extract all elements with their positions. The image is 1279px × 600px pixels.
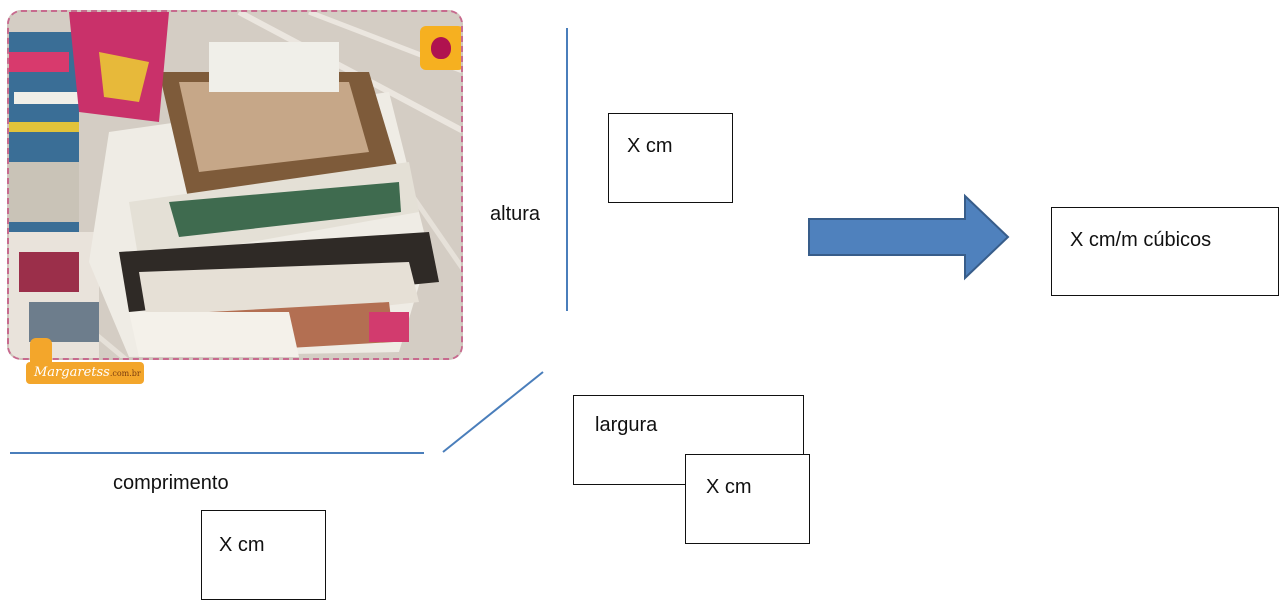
watermark-logo: Margaretss.com.br: [26, 362, 144, 384]
width-value-box: X cm: [685, 454, 810, 544]
length-value: X cm: [219, 534, 265, 556]
watermark-domain: .com.br: [109, 369, 141, 378]
result-box: X cm/m cúbicos: [1051, 207, 1279, 296]
height-label: altura: [490, 203, 541, 225]
watermark-text: Margaretss: [34, 365, 110, 380]
result-arrow: [808, 193, 1010, 281]
width-value: X cm: [706, 476, 752, 498]
length-label: comprimento: [113, 472, 229, 494]
width-line: [442, 371, 544, 453]
magazine-pile-photo: [7, 10, 463, 360]
magazine-pile-illustration: [9, 12, 461, 358]
watermark-tab: [30, 338, 52, 362]
mascot-badge: [420, 26, 461, 70]
width-label: largura: [595, 414, 658, 436]
result-value: X cm/m cúbicos: [1070, 229, 1212, 251]
length-value-box: X cm: [201, 510, 326, 600]
height-value: X cm: [627, 135, 673, 157]
height-value-box: X cm: [608, 113, 733, 203]
